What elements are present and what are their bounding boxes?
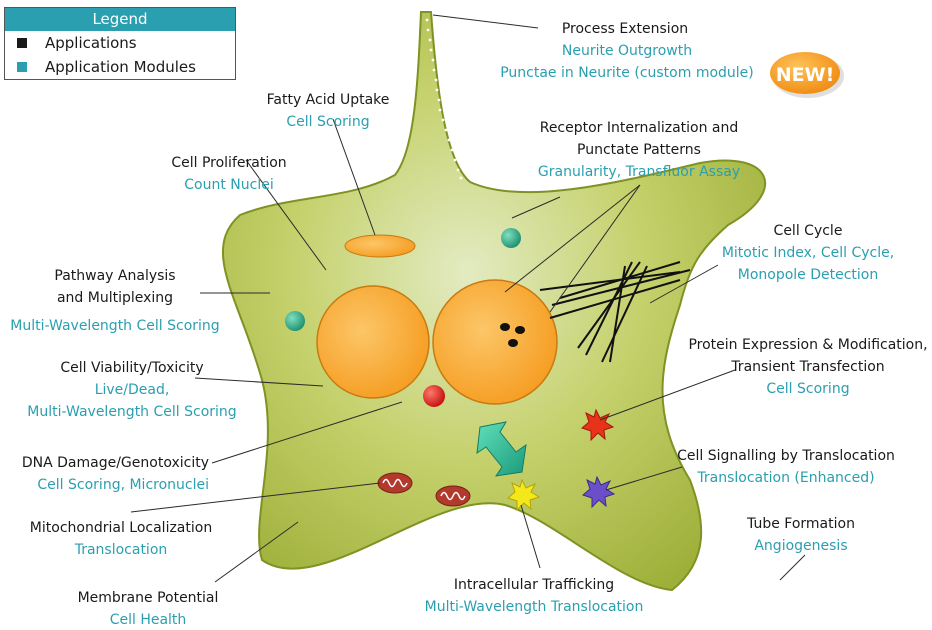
module-label: Translocation (Enhanced)	[696, 470, 874, 486]
callout-protein-expression: Protein Expression & Modification, Trans…	[688, 337, 927, 397]
module-label: Angiogenesis	[754, 538, 847, 554]
app-label: Transient Transfection	[730, 359, 884, 375]
app-label: Receptor Internalization and	[540, 120, 739, 136]
app-label: Mitochondrial Localization	[30, 520, 212, 536]
callout-membrane-potential: Membrane Potential Cell Health	[78, 590, 219, 628]
app-label: Cell Viability/Toxicity	[60, 360, 203, 376]
app-label: Process Extension	[562, 21, 688, 37]
module-label: Cell Scoring, Micronuclei	[37, 477, 209, 493]
nucleus-right	[433, 280, 557, 404]
module-label: Live/Dead,	[95, 382, 170, 398]
legend-item-applications: Applications	[5, 31, 235, 55]
module-label: Multi-Wavelength Cell Scoring	[10, 318, 219, 334]
app-label: Punctate Patterns	[577, 142, 701, 158]
lipid-droplet	[345, 235, 415, 257]
legend-item-application-modules: Application Modules	[5, 55, 235, 79]
module-label: Multi-Wavelength Cell Scoring	[27, 404, 236, 420]
callout-pathway-analysis: Pathway Analysis and Multiplexing Multi-…	[10, 268, 219, 334]
callout-intracellular-trafficking: Intracellular Trafficking Multi-Waveleng…	[425, 577, 644, 615]
swatch-square-icon	[17, 38, 27, 48]
callout-cell-cycle: Cell Cycle Mitotic Index, Cell Cycle, Mo…	[722, 223, 894, 283]
green-vesicle-top	[501, 228, 521, 248]
callout-tube-formation: Tube Formation Angiogenesis	[746, 516, 855, 554]
mitochondrion-1	[378, 473, 412, 493]
app-label: Protein Expression & Modification,	[688, 337, 927, 353]
app-label: Intracellular Trafficking	[454, 577, 614, 593]
mitochondrion-2	[436, 486, 470, 506]
module-label: Multi-Wavelength Translocation	[425, 599, 644, 615]
red-vesicle	[423, 385, 445, 407]
module-label: Cell Health	[110, 612, 187, 628]
app-label: Membrane Potential	[78, 590, 219, 606]
module-label: Neurite Outgrowth	[562, 43, 692, 59]
app-label: DNA Damage/Genotoxicity	[22, 455, 209, 471]
green-vesicle-left	[285, 311, 305, 331]
module-label: Granularity, Transfluor Assay	[538, 164, 740, 180]
legend-title: Legend	[5, 8, 235, 31]
new-badge-text: NEW!	[776, 64, 835, 86]
legend-item-label: Applications	[45, 34, 137, 52]
callout-mitochondrial-localization: Mitochondrial Localization Translocation	[30, 520, 212, 558]
callout-receptor-internalization: Receptor Internalization and Punctate Pa…	[538, 120, 740, 180]
callout-cell-proliferation: Cell Proliferation Count Nuclei	[171, 155, 286, 193]
app-label: Tube Formation	[746, 516, 855, 532]
module-label: Translocation	[74, 542, 168, 558]
module-label: Cell Scoring	[766, 381, 849, 397]
app-label: and Multiplexing	[57, 290, 173, 306]
nucleus-left	[317, 286, 429, 398]
app-label: Cell Signalling by Translocation	[677, 448, 895, 464]
module-label: Mitotic Index, Cell Cycle,	[722, 245, 894, 261]
callout-cell-viability: Cell Viability/Toxicity Live/Dead, Multi…	[27, 360, 236, 420]
app-label: Cell Proliferation	[171, 155, 286, 171]
legend: Legend Applications Application Modules	[4, 7, 236, 80]
module-label: Monopole Detection	[738, 267, 879, 283]
callout-cell-signalling: Cell Signalling by Translocation Translo…	[677, 448, 895, 486]
app-label: Cell Cycle	[774, 223, 843, 239]
module-label: Count Nuclei	[184, 177, 273, 193]
swatch-square-icon	[17, 62, 27, 72]
app-label: Fatty Acid Uptake	[267, 92, 390, 108]
callout-process-extension: Process Extension Neurite Outgrowth Punc…	[500, 21, 754, 81]
new-badge: NEW!	[770, 52, 844, 98]
module-label: Punctae in Neurite (custom module)	[500, 65, 754, 81]
app-label: Pathway Analysis	[54, 268, 175, 284]
legend-item-label: Application Modules	[45, 58, 196, 76]
module-label: Cell Scoring	[286, 114, 369, 130]
callout-fatty-acid-uptake: Fatty Acid Uptake Cell Scoring	[267, 92, 390, 130]
callout-dna-damage: DNA Damage/Genotoxicity Cell Scoring, Mi…	[22, 455, 209, 493]
